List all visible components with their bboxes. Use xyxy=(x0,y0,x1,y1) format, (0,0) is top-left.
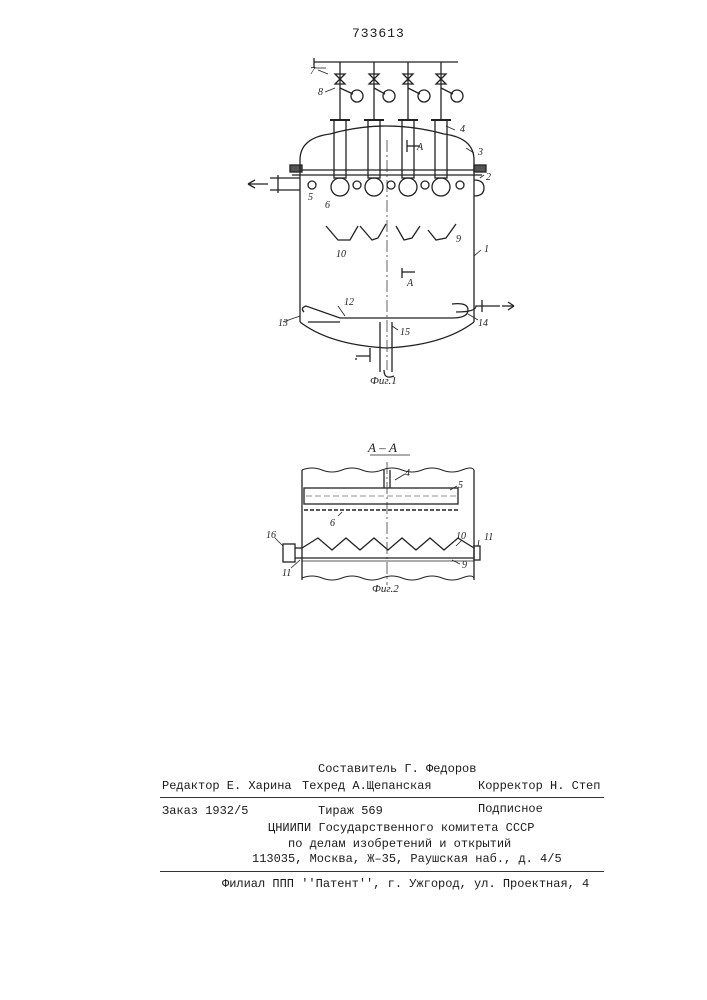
fig1-caption: Фиг.1 xyxy=(370,375,397,387)
footer-rule-1 xyxy=(160,797,604,798)
fig1-label-1: 1 xyxy=(484,244,489,255)
fig2-label-16: 16 xyxy=(266,530,276,541)
fig1-label-15: 15 xyxy=(400,327,410,338)
fig1-label-3: 3 xyxy=(477,147,483,158)
footer-circulation: Тираж 569 xyxy=(318,804,383,818)
fig1-label-8: 8 xyxy=(318,87,323,98)
fig1-section-marker-bottom: А xyxy=(406,278,414,289)
footer-subscription: Подписное xyxy=(478,802,543,816)
fig1-label-2: 2 xyxy=(486,172,491,183)
fig1-label-4: 4 xyxy=(460,124,465,135)
fig2-label-6: 6 xyxy=(330,518,335,529)
fig1-label-10: 10 xyxy=(336,249,346,260)
fig1-label-13: 13 xyxy=(278,318,288,329)
figure-2-drawing xyxy=(275,462,480,585)
feed-lines xyxy=(335,62,463,120)
fig1-label-5: 5 xyxy=(308,192,313,203)
fig2-caption: Фиг.2 xyxy=(372,583,399,595)
footer-org-line1: ЦНИИПИ Государственного комитета СССР xyxy=(268,821,534,835)
troughs xyxy=(326,224,456,240)
fig1-label-6: 6 xyxy=(325,200,330,211)
footer-rule-2 xyxy=(160,871,604,872)
fig2-label-5: 5 xyxy=(458,480,463,491)
figure-1-drawing xyxy=(248,58,514,377)
footer-editor: Редактор Е. Харина xyxy=(162,779,292,793)
fig2-label-11-right: 11 xyxy=(484,532,493,543)
patent-drawings: 7 8 4 3 2 5 6 9 10 1 12 13 14 15 А А Фиг… xyxy=(0,0,707,620)
fig2-label-11-left: 11 xyxy=(282,568,291,579)
fig1-label-12: 12 xyxy=(344,297,354,308)
fig2-label-10: 10 xyxy=(456,531,466,542)
footer-branch: Филиал ППП ''Патент'', г. Ужгород, ул. П… xyxy=(222,877,589,891)
dip-tubes xyxy=(308,120,464,196)
footer-techred: Техред А.Щепанская xyxy=(302,779,432,793)
fig1-label-14: 14 xyxy=(478,318,488,329)
footer-address: 113035, Москва, Ж–35, Раушская наб., д. … xyxy=(252,852,562,866)
fig1-label-9: 9 xyxy=(456,234,461,245)
footer-order: Заказ 1932/5 xyxy=(162,804,248,818)
fig1-section-marker-top: А xyxy=(416,142,424,153)
footer-compiler: Составитель Г. Федоров xyxy=(318,762,476,776)
footer-org-line2: по делам изобретений и открытий xyxy=(288,837,511,851)
fig2-section-title: А – А xyxy=(367,440,397,455)
fig2-label-4: 4 xyxy=(405,468,410,479)
footer-corrector: Корректор Н. Степ xyxy=(478,779,600,793)
fig2-label-9: 9 xyxy=(462,560,467,571)
